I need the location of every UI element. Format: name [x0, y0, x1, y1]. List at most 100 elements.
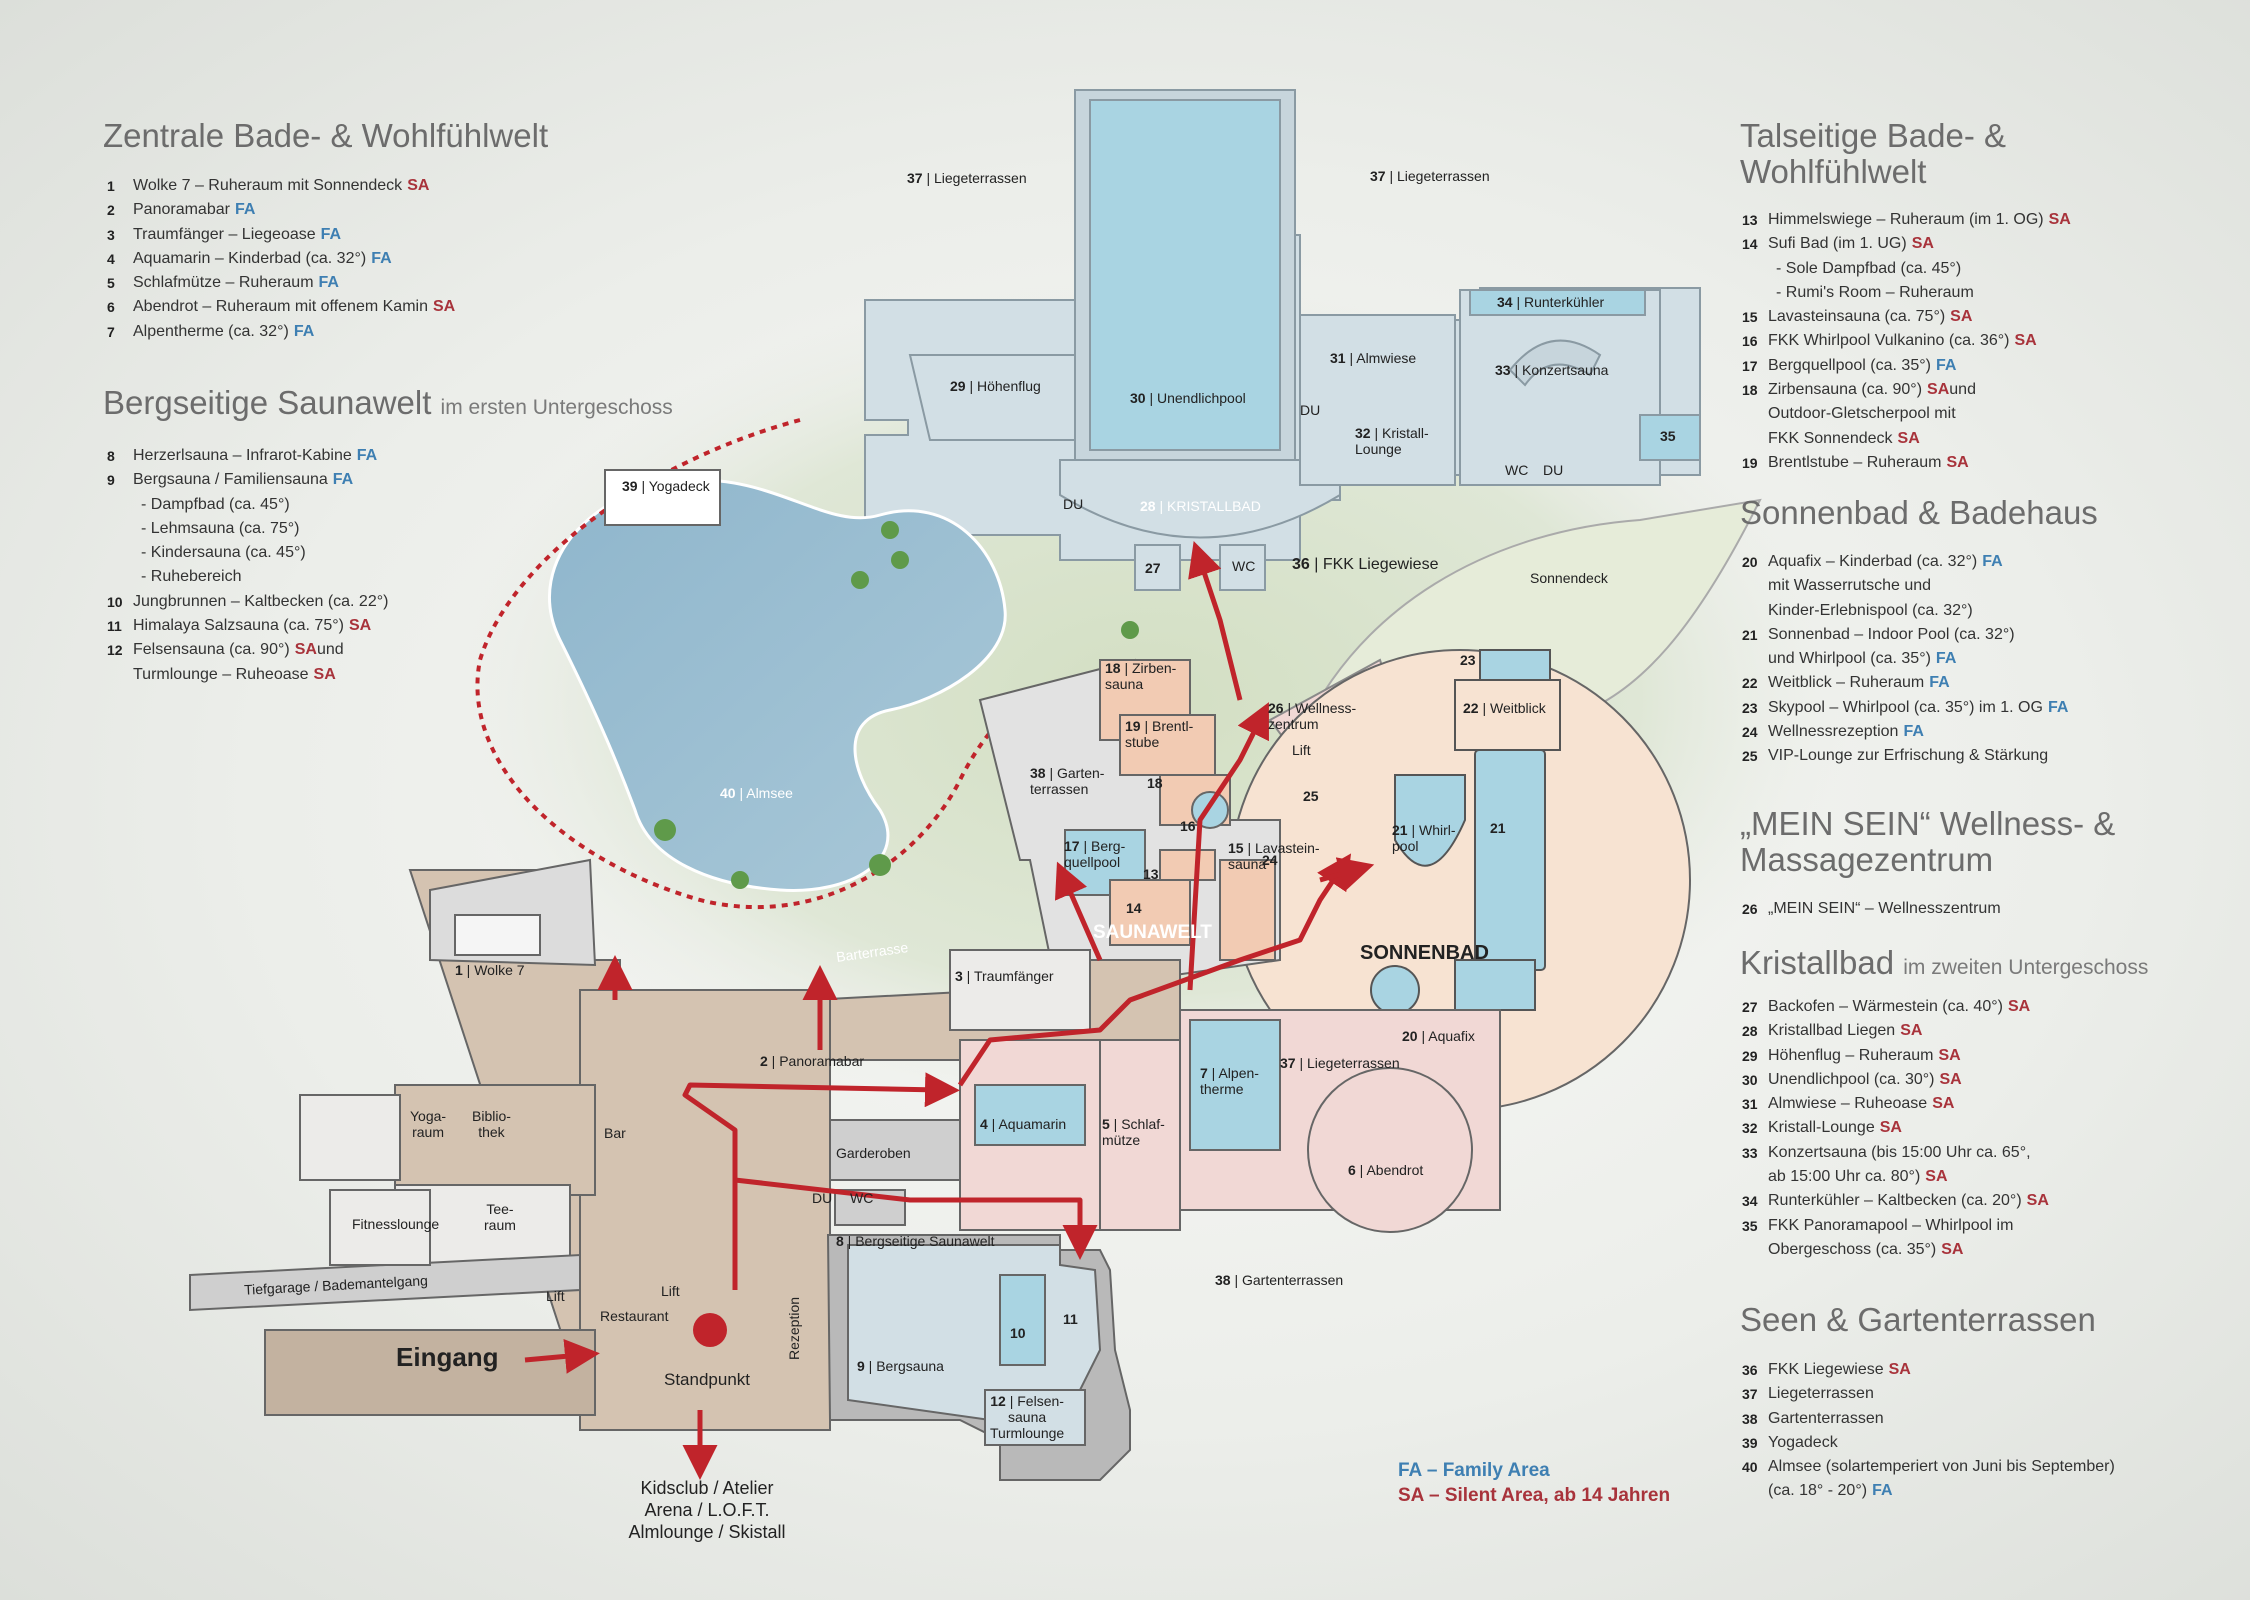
- list-item: - Lehmsauna (ca. 75°): [107, 517, 388, 541]
- item-text: Abendrot – Ruheraum mit offenem Kamin: [133, 298, 428, 316]
- area-tag: FA: [1935, 356, 1957, 374]
- legend-silent-area: SA – Silent Area, ab 14 Jahren: [1398, 1485, 1671, 1506]
- item-number: 39: [1742, 1434, 1758, 1451]
- list-item: - Ruhebereich: [107, 565, 388, 589]
- item-text: FKK Panoramapool – Whirlpool im: [1768, 1216, 2014, 1234]
- label-almwiese: 31 | Almwiese: [1330, 350, 1417, 366]
- item-number: [1742, 1479, 1768, 1503]
- item-number: 18: [1742, 382, 1758, 399]
- item-number: [1742, 281, 1776, 305]
- item-number: 25: [1742, 748, 1758, 765]
- label-teeraum: Tee-raum: [484, 1201, 516, 1234]
- list-item: - Sole Dampfbad (ca. 45°): [1742, 257, 2071, 281]
- section-title-sonnenbad: Sonnenbad & Badehaus: [1740, 494, 2098, 531]
- item-number: 28: [1742, 1023, 1758, 1040]
- item-number: 36: [1742, 1362, 1758, 1378]
- list-item: ab 15:00 Uhr ca. 80°)SA: [1742, 1165, 2049, 1189]
- area-tag: SA: [294, 641, 317, 659]
- item-number: [107, 565, 141, 589]
- item-number: 38: [1742, 1410, 1758, 1427]
- section-title-talseitig: Talseitige Bade- &Wohlfühlwelt: [1740, 117, 2006, 191]
- label-yogaraum: Yoga-raum: [410, 1108, 447, 1141]
- item-text: Jungbrunnen – Kaltbecken (ca. 22°): [133, 592, 389, 610]
- item-text: Bergquellpool (ca. 35°): [1768, 356, 1931, 374]
- list-item: 26„MEIN SEIN“ – Wellnesszentrum: [1742, 897, 2001, 921]
- label-sonnendeck: Sonnendeck: [1530, 570, 1608, 586]
- item-text: Wolke 7 – Ruheraum mit Sonnendeck: [133, 177, 403, 194]
- label-yogadeck: 39 | Yogadeck: [622, 478, 710, 494]
- item-text: Alpentherme (ca. 32°): [133, 322, 289, 340]
- item-text: Bergsauna / Familiensauna: [133, 471, 328, 489]
- label-whirlpool: 21 | Whirl-pool: [1392, 822, 1456, 855]
- item-text: FKK Liegewiese: [1768, 1361, 1884, 1378]
- section-title-bergseitig: Bergseitige Saunawelt im ersten Unterges…: [103, 384, 673, 421]
- item-text: FKK Whirlpool Vulkanino (ca. 36°): [1768, 332, 2010, 350]
- section-title-kristallbad: Kristallbad im zweiten Untergeschoss: [1740, 944, 2149, 981]
- item-number: 35: [1742, 1217, 1758, 1234]
- item-number: [107, 663, 133, 687]
- item-number: 21: [1742, 626, 1758, 643]
- area-tag: FA: [332, 471, 354, 489]
- area-tag: SA: [1950, 308, 1973, 326]
- area-tag: SA: [407, 177, 430, 194]
- list-meinsein: 26„MEIN SEIN“ – Wellnesszentrum: [1742, 897, 2001, 921]
- label-traumfaenger: 3 | Traumfänger: [955, 968, 1054, 984]
- item-number: 22: [1742, 675, 1758, 692]
- item-number: 14: [1742, 236, 1758, 253]
- area-tag: SA: [1932, 1095, 1955, 1113]
- item-number: 2: [107, 202, 115, 219]
- area-tag: SA: [1925, 1168, 1948, 1186]
- label-konzertsauna: 33 | Konzertsauna: [1495, 362, 1609, 378]
- label-bergseitige-saunawelt: 8 | Bergseitige Saunawelt: [836, 1233, 995, 1249]
- item-text: Almwiese – Ruheoase: [1768, 1095, 1928, 1113]
- label-schlafmuetze: 5 | Schlaf-mütze: [1102, 1116, 1165, 1149]
- label-garderoben: Garderoben: [836, 1145, 911, 1161]
- area-tag: SA: [432, 298, 456, 316]
- route-arrows: [524, 541, 1375, 1480]
- label-du-1: DU: [1300, 402, 1321, 418]
- item-text: - Dampfbad (ca. 45°): [141, 495, 290, 513]
- label-du-3: DU: [1543, 462, 1564, 478]
- item-number: 3: [107, 226, 115, 243]
- item-text: Almsee (solartemperiert von Juni bis Sep…: [1768, 1458, 2115, 1476]
- item-text: Sonnenbad – Indoor Pool (ca. 32°): [1768, 625, 2015, 643]
- list-item: - Kindersauna (ca. 45°): [107, 541, 388, 565]
- label-27: 27: [1145, 560, 1161, 576]
- area-tag: FA: [1872, 1482, 1893, 1500]
- item-number: 1: [107, 178, 115, 194]
- item-text: Unendlichpool (ca. 30°): [1768, 1070, 1935, 1088]
- area-tag: FA: [2047, 698, 2069, 716]
- walking-trail: [475, 418, 1022, 910]
- item-text: Gartenterrassen: [1768, 1409, 1884, 1427]
- item-number: 7: [107, 323, 115, 340]
- area-tag: FA: [1929, 674, 1950, 692]
- item-number: 5: [107, 275, 115, 292]
- list-item: Outdoor-Gletscherpool mit: [1742, 402, 2071, 426]
- item-text: „MEIN SEIN“ – Wellnesszentrum: [1768, 900, 2001, 917]
- item-number: [1742, 427, 1768, 451]
- area-tag: SA: [1911, 235, 1934, 253]
- label-wellnesszentrum: 26 | Wellness-zentrum: [1268, 700, 1357, 733]
- label-35: 35: [1660, 428, 1676, 444]
- item-text: Backofen – Wärmestein (ca. 40°): [1768, 998, 2003, 1015]
- item-number: 17: [1742, 357, 1758, 374]
- label-rezeption: Rezeption: [786, 1296, 802, 1360]
- area-tag: SA: [1941, 1240, 1964, 1258]
- label-zirbensauna: 18 | Zirben-sauna: [1105, 660, 1177, 693]
- item-number: [1742, 1238, 1768, 1262]
